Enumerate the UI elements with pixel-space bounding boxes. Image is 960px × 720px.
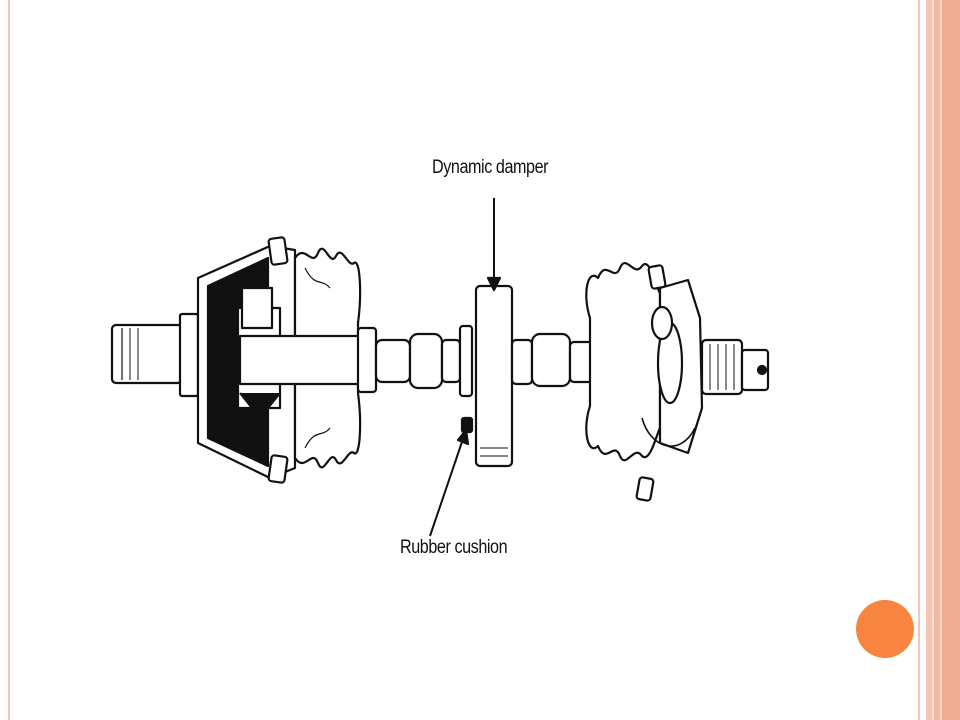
shaft-left	[238, 334, 372, 386]
rubber-cushion-label: Rubber cushion	[400, 537, 508, 558]
accent-dot	[856, 600, 914, 658]
decorative-stripe-panel	[926, 0, 960, 720]
outboard-boot	[585, 261, 662, 462]
dynamic-damper	[474, 284, 514, 468]
slide-border-left	[8, 0, 10, 720]
rubber-cushion-ring-front	[458, 324, 474, 398]
outboard-stub-shaft	[700, 338, 744, 396]
cushion-leader-line	[429, 435, 465, 537]
slide-border-right	[918, 0, 920, 720]
dynamic-damper-label: Dynamic damper	[432, 157, 549, 178]
drive-shaft-diagram	[90, 118, 830, 593]
